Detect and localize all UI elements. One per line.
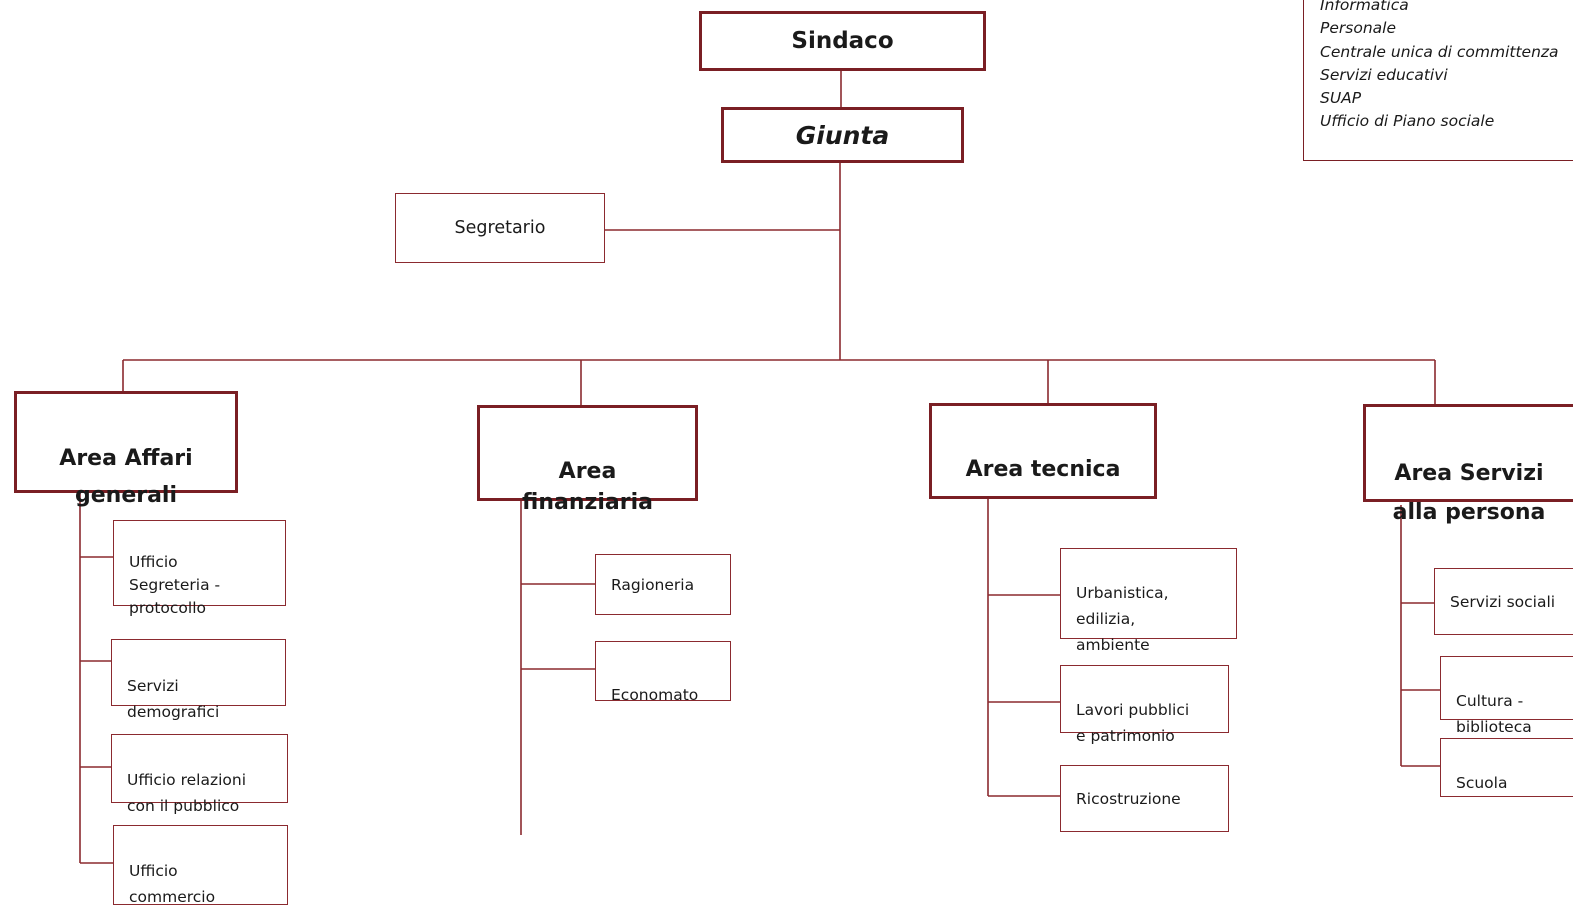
connector-lines <box>79 71 1440 864</box>
legend-item: Personale <box>1320 19 1396 38</box>
legend-item: Centrale unica di committenza <box>1320 42 1559 61</box>
sindaco-box: Sindaco <box>699 11 986 71</box>
office-ragioneria: Ragioneria <box>595 554 731 615</box>
functions-legend: Informatica Personale Centrale unica di … <box>1303 0 1573 161</box>
office-label: Ufficio commercio <box>129 862 216 906</box>
legend-item: SUAP <box>1320 89 1362 108</box>
segretario-box: Segretario <box>395 193 605 263</box>
legend-item: Informatica <box>1320 0 1409 14</box>
area-affari-generali-title: Area Affari generali <box>59 446 193 508</box>
area-tecnica-title: Area tecnica <box>965 457 1121 482</box>
office-label: Servizi sociali <box>1450 592 1556 611</box>
office-commercio: Ufficio commercio <box>113 825 288 906</box>
office-label: Ragioneria <box>611 575 695 594</box>
office-label: Lavori pubblici e patrimonio <box>1076 701 1190 745</box>
office-lavori-pubblici: Lavori pubblici e patrimonio <box>1060 665 1229 745</box>
office-label: Urbanistica, edilizia, ambiente <box>1076 584 1169 654</box>
legend-item: Servizi educativi <box>1320 65 1448 84</box>
office-label: Ricostruzione <box>1076 789 1181 808</box>
giunta-label: Giunta <box>795 120 890 150</box>
office-label: Ufficio Segreteria - protocollo <box>129 553 221 617</box>
sindaco-label: Sindaco <box>791 27 894 54</box>
office-ricostruzione: Ricostruzione <box>1060 765 1229 832</box>
area-finanziaria-title: Area finanziaria <box>522 459 653 515</box>
emblem-icon <box>315 0 375 6</box>
office-cultura-biblioteca: Cultura - biblioteca <box>1440 656 1573 736</box>
office-segreteria-protocollo: Ufficio Segreteria - protocollo <box>113 520 286 617</box>
office-label: Ufficio relazioni con il pubblico <box>127 771 246 815</box>
area-servizi-persona-title: Area Servizi alla persona <box>1392 461 1546 525</box>
office-label: Servizi demografici <box>127 677 220 721</box>
area-tecnica: Area tecnica <box>929 403 1157 499</box>
office-servizi-sociali: Servizi sociali <box>1434 568 1573 635</box>
office-relazioni-pubblico: Ufficio relazioni con il pubblico <box>111 734 288 815</box>
office-economato: Economato <box>595 641 731 704</box>
office-label: Scuola <box>1456 774 1508 792</box>
area-servizi-persona: Area Servizi alla persona <box>1363 404 1573 525</box>
office-servizi-demografici: Servizi demografici <box>111 639 286 721</box>
office-scuola: Scuola <box>1440 738 1573 797</box>
segretario-label: Segretario <box>454 218 546 238</box>
office-urbanistica: Urbanistica, edilizia, ambiente <box>1060 548 1237 654</box>
office-label: Economato <box>611 686 699 704</box>
office-label: Cultura - biblioteca <box>1456 692 1532 736</box>
giunta-box: Giunta <box>721 107 964 163</box>
area-finanziaria: Area finanziaria <box>477 405 698 515</box>
area-affari-generali: Area Affari generali <box>14 391 238 508</box>
legend-item: Ufficio di Piano sociale <box>1320 112 1495 131</box>
